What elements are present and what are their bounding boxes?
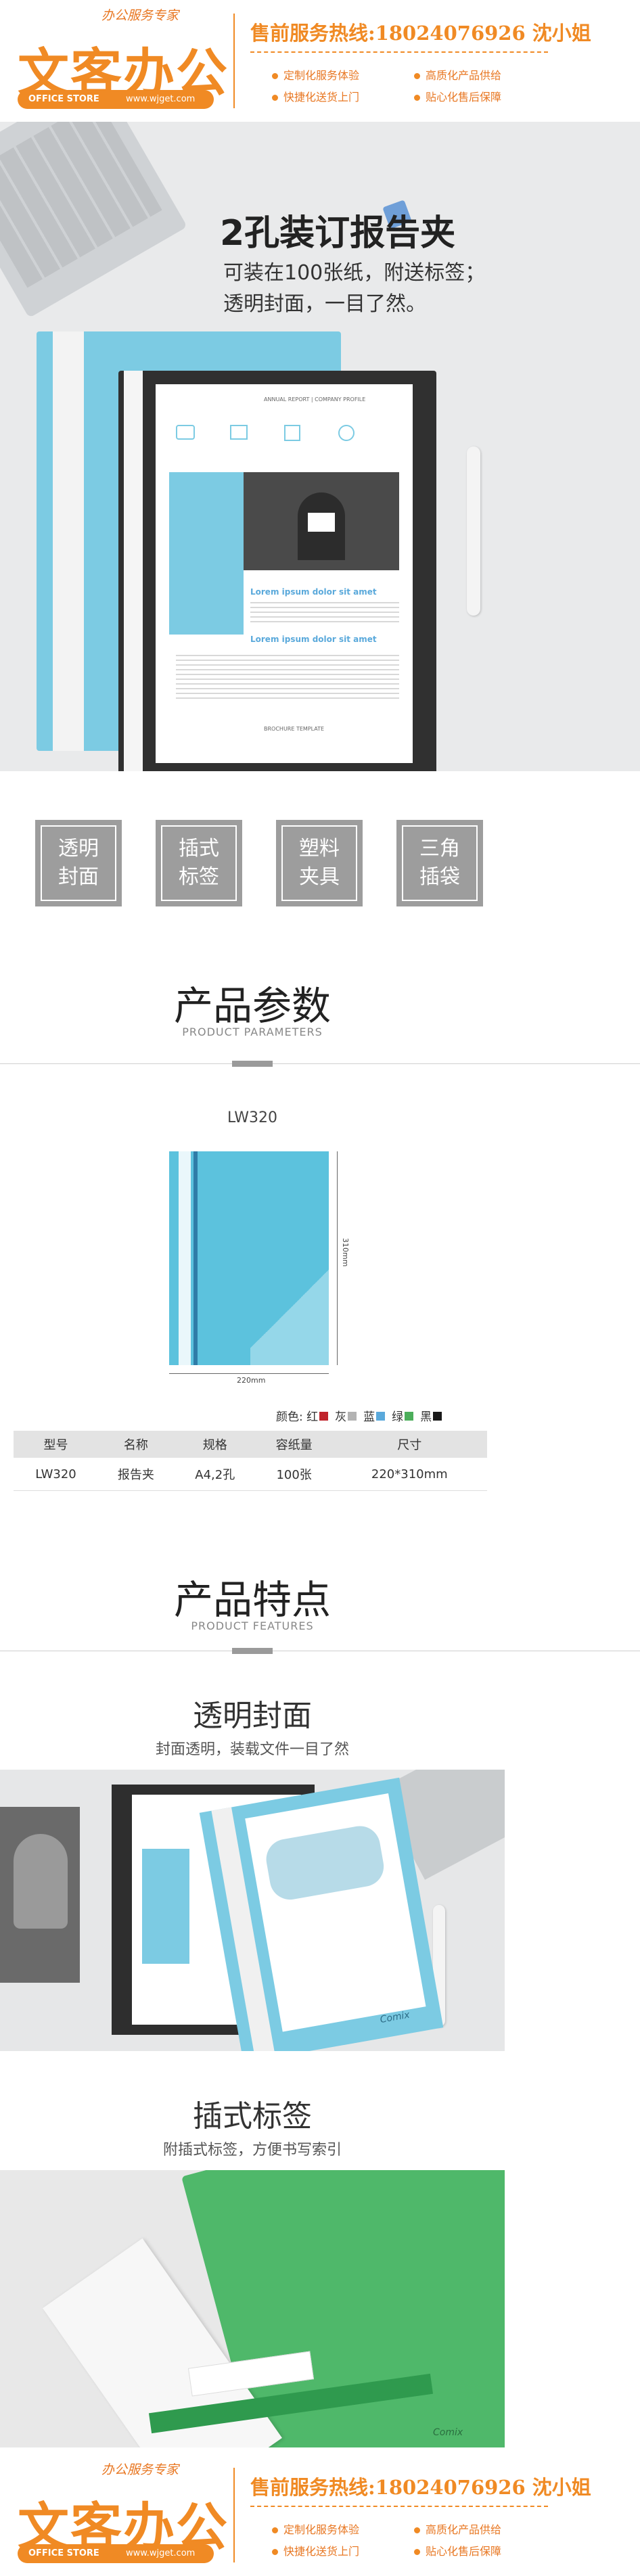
target-icon	[338, 425, 355, 441]
doc-blue-block	[169, 472, 244, 635]
bullet-icon	[414, 73, 420, 79]
table-cell: 报告夹	[97, 1458, 174, 1491]
feature-photo-insert-label: Comix	[0, 2170, 505, 2447]
feature-box: 透明 封面	[35, 820, 122, 906]
magazine-image	[0, 1807, 80, 1983]
product-folder-image	[169, 1151, 329, 1365]
banner-slogan: 办公服务专家	[101, 8, 179, 23]
color-name: 红	[306, 1410, 319, 1424]
table-header: 尺寸	[332, 1431, 487, 1458]
color-name: 黑	[420, 1410, 432, 1424]
hero-title: 2孔装订报告夹	[220, 213, 456, 254]
banner-feature: 高质化产品供给	[414, 2521, 501, 2537]
bottom-banner: 办公服务专家 文客办公 OFFICE STORE www.wjget.com 售…	[0, 2454, 640, 2576]
document-icon	[284, 425, 300, 441]
banner-feature: 快捷化送货上门	[272, 88, 359, 104]
color-swatch[interactable]	[319, 1412, 329, 1421]
store-label: OFFICE STORE	[28, 2548, 99, 2558]
doc-photo	[244, 472, 399, 570]
params-subtitle: PRODUCT PARAMETERS	[182, 1026, 323, 1038]
color-options: 颜色: 红灰蓝绿黑	[276, 1407, 442, 1424]
feature-description: 封面透明，装载文件一目了然	[155, 1741, 349, 1758]
section-tick	[232, 1061, 273, 1067]
feature-heading: 透明封面	[193, 1699, 312, 1733]
color-swatch[interactable]	[376, 1412, 386, 1421]
width-dimension-label: 220mm	[237, 1376, 266, 1385]
features-title: 产品特点	[173, 1577, 331, 1623]
hotline: 售前服务热线:18024076926 沈小姐	[250, 2476, 591, 2499]
table-header: 名称	[97, 1431, 174, 1458]
store-url[interactable]: www.wjget.com	[126, 2548, 196, 2558]
table-header-row: 型号 名称 规格 容纸量 尺寸	[14, 1431, 487, 1458]
section-divider	[0, 1063, 640, 1064]
params-title: 产品参数	[173, 983, 331, 1029]
color-swatch[interactable]	[348, 1412, 357, 1421]
width-dimension-line	[169, 1373, 329, 1374]
color-swatch[interactable]	[405, 1412, 414, 1421]
speaker-icon	[230, 425, 248, 440]
banner-divider	[233, 2468, 235, 2562]
feature-photo-transparent-cover: Comix	[0, 1770, 505, 2051]
spec-table: 型号 名称 规格 容纸量 尺寸 LW320 报告夹 A4,2孔 100张 220…	[14, 1431, 487, 1491]
feature-description: 附插式标签，方便书写索引	[162, 2142, 342, 2159]
color-name: 蓝	[363, 1410, 375, 1424]
table-cell: 220*310mm	[332, 1458, 487, 1491]
feature-heading: 插式标签	[193, 2099, 312, 2134]
color-name: 灰	[335, 1410, 347, 1424]
bullet-icon	[272, 95, 278, 101]
store-pill[interactable]: OFFICE STORE www.wjget.com	[18, 90, 214, 109]
banner-feature: 定制化服务体验	[272, 66, 359, 83]
feature-box: 塑料 夹具	[276, 820, 363, 906]
banner-feature: 定制化服务体验	[272, 2521, 359, 2537]
height-dimension-label: 310mm	[341, 1238, 350, 1267]
store-label: OFFICE STORE	[28, 94, 99, 104]
color-name: 绿	[392, 1410, 404, 1424]
banner-divider	[233, 14, 235, 108]
hotline: 售前服务热线:18024076926 沈小姐	[250, 22, 591, 45]
table-cell: LW320	[14, 1458, 98, 1491]
doc-heading: Lorem ipsum dolor sit amet	[250, 587, 377, 597]
bullet-icon	[272, 73, 278, 79]
black-folder-image: ANNUAL REPORT | COMPANY PROFILE Lorem ip…	[118, 371, 436, 771]
section-tick	[232, 1648, 273, 1654]
brand-watermark: Comix	[433, 2427, 463, 2438]
banner-feature: 快捷化送货上门	[272, 2542, 359, 2558]
model-label: LW320	[227, 1109, 277, 1126]
doc-heading: Lorem ipsum dolor sit amet	[250, 635, 377, 644]
height-dimension-line	[337, 1151, 338, 1365]
bullet-icon	[414, 2527, 420, 2533]
laptop-image	[0, 122, 187, 319]
chat-icon	[176, 425, 195, 440]
table-header: 容纸量	[256, 1431, 332, 1458]
feature-box: 三角 插袋	[396, 820, 483, 906]
color-swatch[interactable]	[433, 1412, 442, 1421]
table-row: LW320 报告夹 A4,2孔 100张 220*310mm	[14, 1458, 487, 1491]
banner-dashed-line	[250, 2506, 548, 2507]
banner-feature: 贴心化售后保障	[414, 88, 501, 104]
banner-feature: 高质化产品供给	[414, 66, 501, 83]
banner-dashed-line	[250, 51, 548, 53]
store-pill[interactable]: OFFICE STORE www.wjget.com	[18, 2544, 214, 2563]
banner-feature: 贴心化售后保障	[414, 2542, 501, 2558]
bullet-icon	[414, 95, 420, 101]
bullet-icon	[272, 2549, 278, 2555]
features-subtitle: PRODUCT FEATURES	[191, 1619, 314, 1632]
hero-line: 透明封面，一目了然。	[223, 292, 426, 316]
bullet-icon	[414, 2549, 420, 2555]
bullet-icon	[272, 2527, 278, 2533]
table-cell: A4,2孔	[173, 1458, 256, 1491]
hero-line: 可装在100张纸，附送标签；	[223, 261, 486, 285]
table-header: 规格	[173, 1431, 256, 1458]
store-url[interactable]: www.wjget.com	[126, 94, 196, 104]
doc-footer: BROCHURE TEMPLATE	[264, 726, 325, 732]
table-cell: 100张	[256, 1458, 332, 1491]
top-banner: 办公服务专家 文客办公 OFFICE STORE www.wjget.com 售…	[0, 0, 640, 122]
feature-box: 插式 标签	[156, 820, 242, 906]
document-page: ANNUAL REPORT | COMPANY PROFILE Lorem ip…	[156, 384, 413, 763]
table-header: 型号	[14, 1431, 98, 1458]
doc-label: ANNUAL REPORT | COMPANY PROFILE	[264, 396, 366, 402]
banner-slogan: 办公服务专家	[101, 2462, 179, 2477]
hero-photo: ANNUAL REPORT | COMPANY PROFILE Lorem ip…	[0, 122, 640, 771]
pen-image	[467, 446, 480, 616]
